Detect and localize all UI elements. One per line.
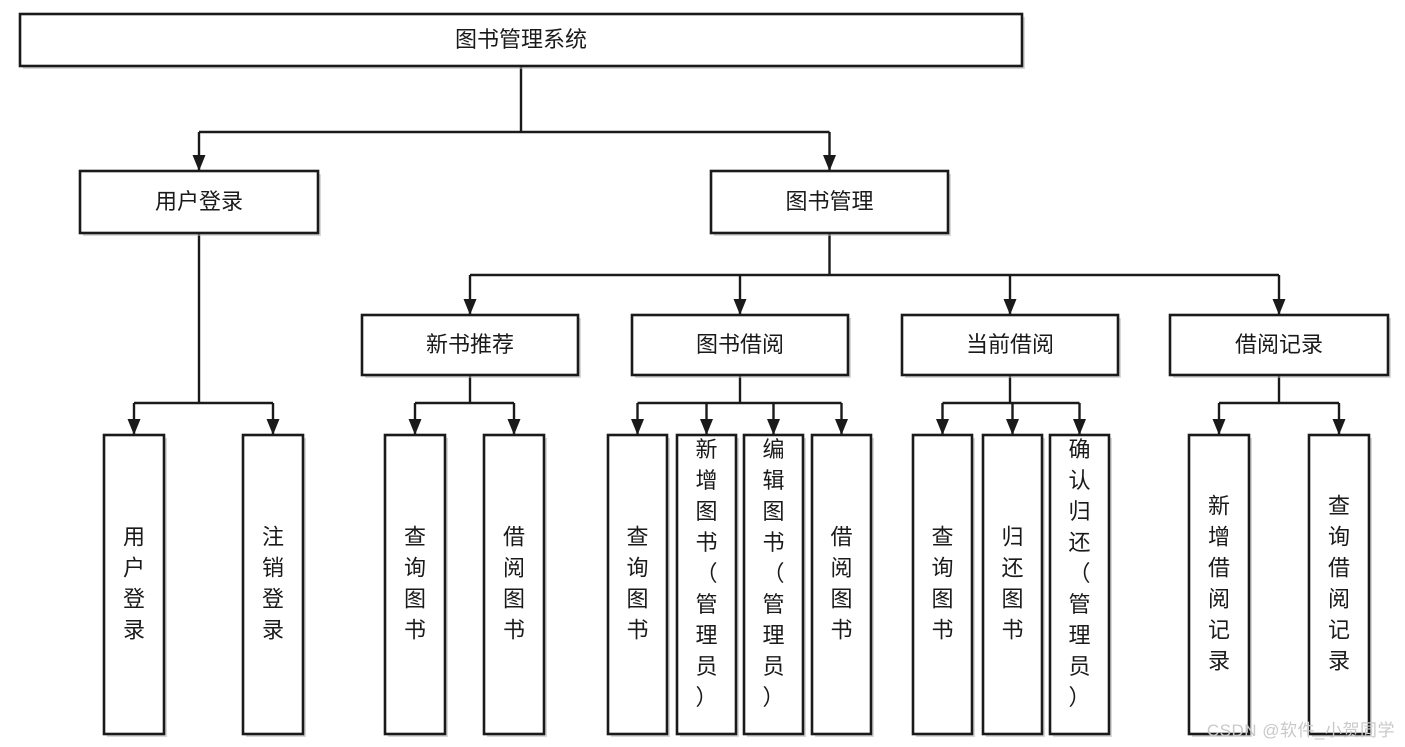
- node-box[interactable]: [675, 433, 738, 736]
- node-leaf-query-book-2[interactable]: 查询图书: [606, 433, 670, 737]
- node-leaf-add-record[interactable]: 新增借阅记录: [1187, 433, 1252, 737]
- node-leaf-query-book-1[interactable]: 查询图书: [383, 433, 448, 737]
- arrow-head-icon: [631, 419, 644, 435]
- node-label: 查询图书: [626, 525, 648, 643]
- node-leaf-borrow-book-2[interactable]: 借阅图书: [810, 433, 874, 737]
- node-user-login[interactable]: 用户登录: [78, 169, 321, 236]
- node-borrow-record[interactable]: 借阅记录: [1168, 313, 1391, 378]
- node-leaf-user-login[interactable]: 用户登录: [102, 433, 167, 737]
- arrow-head-icon: [463, 299, 477, 315]
- node-box[interactable]: [630, 313, 850, 377]
- node-box[interactable]: [360, 313, 580, 377]
- node-leaf-borrow-book-1[interactable]: 借阅图书: [482, 433, 547, 737]
- node-label: 新增借阅记录: [1208, 494, 1230, 674]
- arrow-head-icon: [1272, 299, 1286, 315]
- arrow-head-icon: [192, 155, 206, 171]
- node-label: 归还图书: [1001, 525, 1023, 643]
- node-label: 借阅图书: [503, 525, 525, 643]
- node-current-borrow[interactable]: 当前借阅: [900, 313, 1121, 378]
- node-box[interactable]: [1187, 433, 1251, 736]
- node-leaf-query-book-3[interactable]: 查询图书: [911, 433, 975, 737]
- node-box[interactable]: [1048, 433, 1111, 736]
- node-label: 图书管理系统: [455, 27, 587, 52]
- node-new-book-recommend[interactable]: 新书推荐: [360, 313, 581, 378]
- node-box[interactable]: [606, 433, 669, 736]
- node-book-manage[interactable]: 图书管理: [709, 169, 951, 236]
- node-layer: 图书管理系统用户登录图书管理新书推荐图书借阅当前借阅借阅记录用户登录注销登录查询…: [18, 12, 1391, 737]
- node-label: 新增图书（管理员）: [695, 437, 717, 710]
- node-leaf-query-record[interactable]: 查询借阅记录: [1307, 433, 1372, 737]
- node-label: 当前借阅: [966, 332, 1054, 357]
- node-label: 查询图书: [404, 525, 426, 643]
- node-leaf-logout[interactable]: 注销登录: [241, 433, 306, 737]
- arrow-head-icon: [1212, 419, 1226, 435]
- node-box[interactable]: [742, 433, 805, 736]
- arrow-head-icon: [767, 419, 780, 435]
- arrow-head-icon: [835, 419, 848, 435]
- node-root[interactable]: 图书管理系统: [18, 12, 1025, 69]
- edge-layer: [127, 66, 1346, 435]
- node-label: 用户登录: [123, 525, 145, 643]
- node-box[interactable]: [241, 433, 305, 736]
- node-label: 确认归还（管理员）: [1068, 437, 1090, 710]
- arrow-head-icon: [700, 419, 713, 435]
- node-label: 新书推荐: [426, 332, 514, 357]
- node-box[interactable]: [102, 433, 166, 736]
- node-box[interactable]: [709, 169, 950, 235]
- node-box[interactable]: [981, 433, 1044, 736]
- arrow-head-icon: [823, 155, 836, 171]
- node-label: 查询图书: [931, 525, 953, 643]
- node-box[interactable]: [1168, 313, 1390, 377]
- node-label: 编辑图书（管理员）: [762, 437, 784, 710]
- arrow-head-icon: [127, 419, 141, 435]
- node-leaf-confirm-return[interactable]: 确认归还（管理员）: [1048, 433, 1112, 737]
- node-label: 注销登录: [262, 525, 284, 643]
- node-box[interactable]: [482, 433, 546, 736]
- node-box[interactable]: [18, 12, 1024, 68]
- node-label: 查询借阅记录: [1328, 494, 1350, 674]
- node-label: 借阅图书: [830, 525, 852, 643]
- node-box[interactable]: [1307, 433, 1371, 736]
- node-book-borrow[interactable]: 图书借阅: [630, 313, 851, 378]
- node-leaf-return-book[interactable]: 归还图书: [981, 433, 1045, 737]
- node-box[interactable]: [78, 169, 320, 235]
- arrow-head-icon: [408, 419, 422, 435]
- arrow-head-icon: [1073, 419, 1086, 435]
- node-label: 图书管理: [785, 189, 873, 214]
- node-box[interactable]: [810, 433, 873, 736]
- node-leaf-add-book[interactable]: 新增图书（管理员）: [675, 433, 739, 737]
- node-label: 借阅记录: [1235, 332, 1323, 357]
- arrow-head-icon: [733, 299, 747, 315]
- node-box[interactable]: [383, 433, 447, 736]
- arrow-head-icon: [1332, 419, 1346, 435]
- arrow-head-icon: [266, 419, 280, 435]
- node-label: 用户登录: [155, 189, 243, 214]
- node-box[interactable]: [900, 313, 1120, 377]
- arrow-head-icon: [1006, 419, 1019, 435]
- arrow-head-icon: [936, 419, 949, 435]
- node-label: 图书借阅: [696, 332, 784, 357]
- arrow-head-icon: [1003, 299, 1017, 315]
- node-leaf-edit-book[interactable]: 编辑图书（管理员）: [742, 433, 806, 737]
- arrow-head-icon: [507, 419, 521, 435]
- node-box[interactable]: [911, 433, 974, 736]
